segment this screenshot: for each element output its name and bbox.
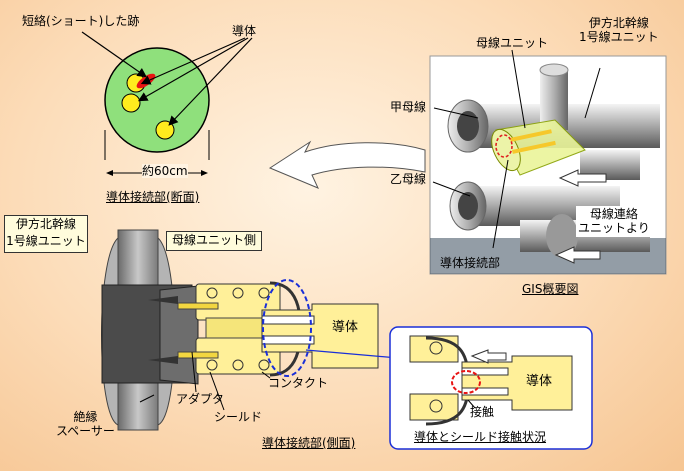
side-line-unit-line1: 伊方北幹線 bbox=[15, 217, 76, 231]
detail-contact-label: 接触 bbox=[470, 405, 495, 419]
conductor-dot bbox=[155, 120, 175, 140]
spacer-label-line2: スペーサー bbox=[56, 424, 115, 439]
dimension-label: 約60cm bbox=[142, 164, 188, 179]
cross-section-figure bbox=[81, 31, 253, 176]
spacer-label: 絶縁 スペーサー bbox=[56, 410, 115, 439]
bus-a-label: 甲母線 bbox=[390, 100, 427, 114]
conductor-dot bbox=[121, 93, 141, 113]
side-view-caption: 導体接続部(側面) bbox=[262, 436, 356, 450]
gis-line-unit-label-line1: 伊方北幹線 bbox=[588, 16, 649, 30]
shield-label: シールド bbox=[214, 410, 263, 424]
detail-conductor-label: 導体 bbox=[526, 374, 553, 389]
gis-joint-highlight bbox=[495, 134, 513, 158]
side-line-unit-line2: 1号線ユニット bbox=[6, 234, 86, 248]
cross-section-caption: 導体接続部(断面) bbox=[106, 190, 200, 204]
side-view-figure bbox=[101, 229, 399, 431]
contact-label: コンタクト bbox=[268, 376, 329, 390]
short-mark-label: 短絡(ショート)した跡 bbox=[22, 14, 140, 28]
contact-detail-figure bbox=[389, 326, 593, 450]
conductor-joint-cross-section bbox=[104, 47, 210, 153]
gis-overview-figure bbox=[429, 49, 667, 275]
connection-unit-label: 母線連絡 ユニットより bbox=[576, 206, 652, 237]
gis-caption: GIS概要図 bbox=[522, 282, 579, 296]
gis-conductor-joint-label: 導体接続部 bbox=[440, 256, 501, 270]
connection-unit-label-line2: ユニットより bbox=[578, 221, 650, 236]
detail-caption: 導体とシールド接触状況 bbox=[414, 430, 547, 444]
gis-line-unit-label-line2: 1号線ユニット bbox=[579, 30, 659, 45]
reference-arrow bbox=[268, 140, 426, 189]
gis-line-unit-label: 伊方北幹線 1号線ユニット bbox=[579, 16, 659, 45]
adapter-label: アダプタ bbox=[176, 392, 225, 406]
busbar-side-box: 母線ユニット側 bbox=[166, 231, 262, 251]
cross-section-conductor-label: 導体 bbox=[232, 24, 257, 38]
gis-busbar-unit-label: 母線ユニット bbox=[476, 36, 549, 50]
joint-highlight bbox=[262, 279, 312, 377]
bus-b-label: 乙母線 bbox=[390, 172, 427, 186]
side-line-unit-box: 伊方北幹線 1号線ユニット bbox=[4, 215, 88, 253]
side-conductor-label: 導体 bbox=[332, 320, 359, 335]
connection-unit-label-line1: 母線連絡 bbox=[589, 207, 638, 221]
contact-point-highlight bbox=[451, 370, 481, 394]
spacer-label-line1: 絶縁 bbox=[73, 410, 98, 424]
